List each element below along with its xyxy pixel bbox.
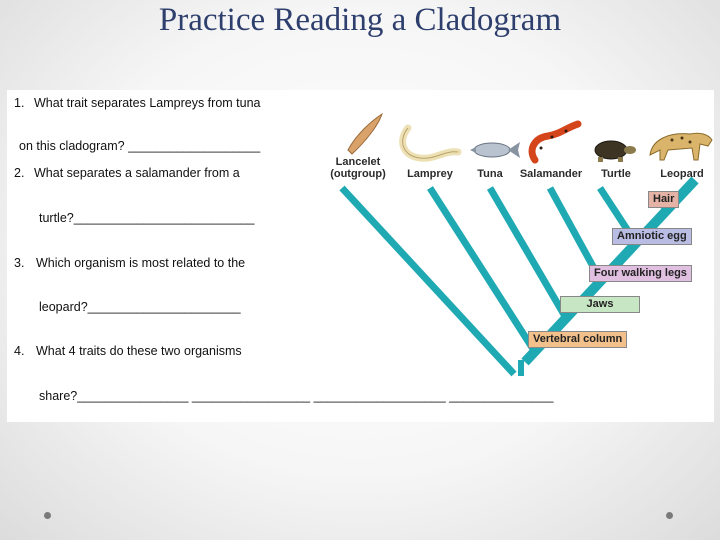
- trait-jaws: Jaws: [560, 296, 640, 313]
- trait-four-walking-legs: Four walking legs: [589, 265, 692, 282]
- branch-lamprey: [430, 188, 535, 352]
- slide-nav-dot-left[interactable]: [44, 512, 51, 519]
- slide-nav-dot-right[interactable]: [666, 512, 673, 519]
- leopard-icon: [650, 133, 712, 160]
- salamander-icon: [532, 124, 578, 160]
- trait-hair: Hair: [648, 191, 679, 208]
- trait-vertebral-column: Vertebral column: [528, 331, 627, 348]
- turtle-icon: [595, 141, 636, 162]
- organism-label-salamander: Salamander: [516, 168, 586, 180]
- organism-label-lancelet: Lancelet (outgroup): [326, 156, 390, 180]
- organism-label-tuna: Tuna: [472, 168, 508, 180]
- lamprey-icon: [403, 128, 458, 158]
- organism-label-lamprey: Lamprey: [402, 168, 458, 180]
- organism-label-turtle: Turtle: [596, 168, 636, 180]
- tuna-icon: [470, 142, 520, 158]
- lancelet-icon: [348, 114, 382, 154]
- organism-label-leopard: Leopard: [656, 168, 708, 180]
- trait-amniotic-egg: Amniotic egg: [612, 228, 692, 245]
